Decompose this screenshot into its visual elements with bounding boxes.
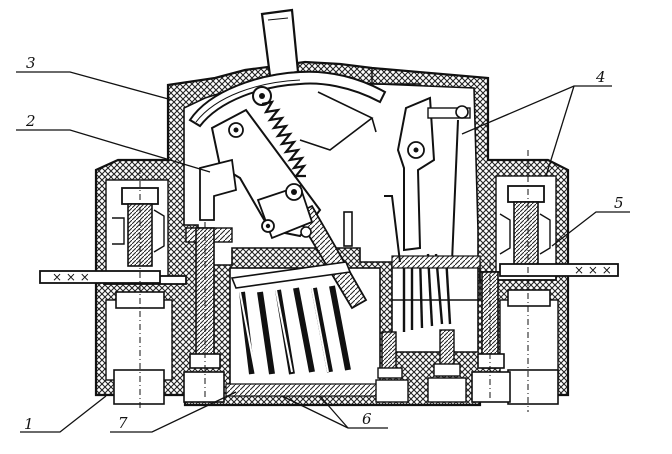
centerlines <box>139 150 529 412</box>
callout-7: 7 <box>118 414 128 432</box>
callout-6: 6 <box>362 410 372 428</box>
callout-2: 2 <box>25 112 36 130</box>
left-conductor: × × × <box>39 270 161 284</box>
latch-mechanism <box>199 91 377 310</box>
arc-chute <box>230 261 352 377</box>
callout-4: 4 <box>595 68 606 86</box>
callout-1: 1 <box>24 415 34 433</box>
callout-3: 3 <box>26 54 36 72</box>
left-conductor-marks: × × × <box>52 270 90 284</box>
right-conductor-marks: × × × <box>574 263 612 277</box>
trip-unit <box>384 96 481 332</box>
leader-lines <box>16 71 630 433</box>
operating-handle <box>188 8 387 128</box>
bottom-screws <box>375 329 467 403</box>
callout-5: 5 <box>614 194 624 212</box>
main-spring <box>261 100 307 178</box>
callout-labels: 1 2 3 4 5 6 7 <box>24 54 624 433</box>
right-conductor: × × × <box>499 263 619 277</box>
